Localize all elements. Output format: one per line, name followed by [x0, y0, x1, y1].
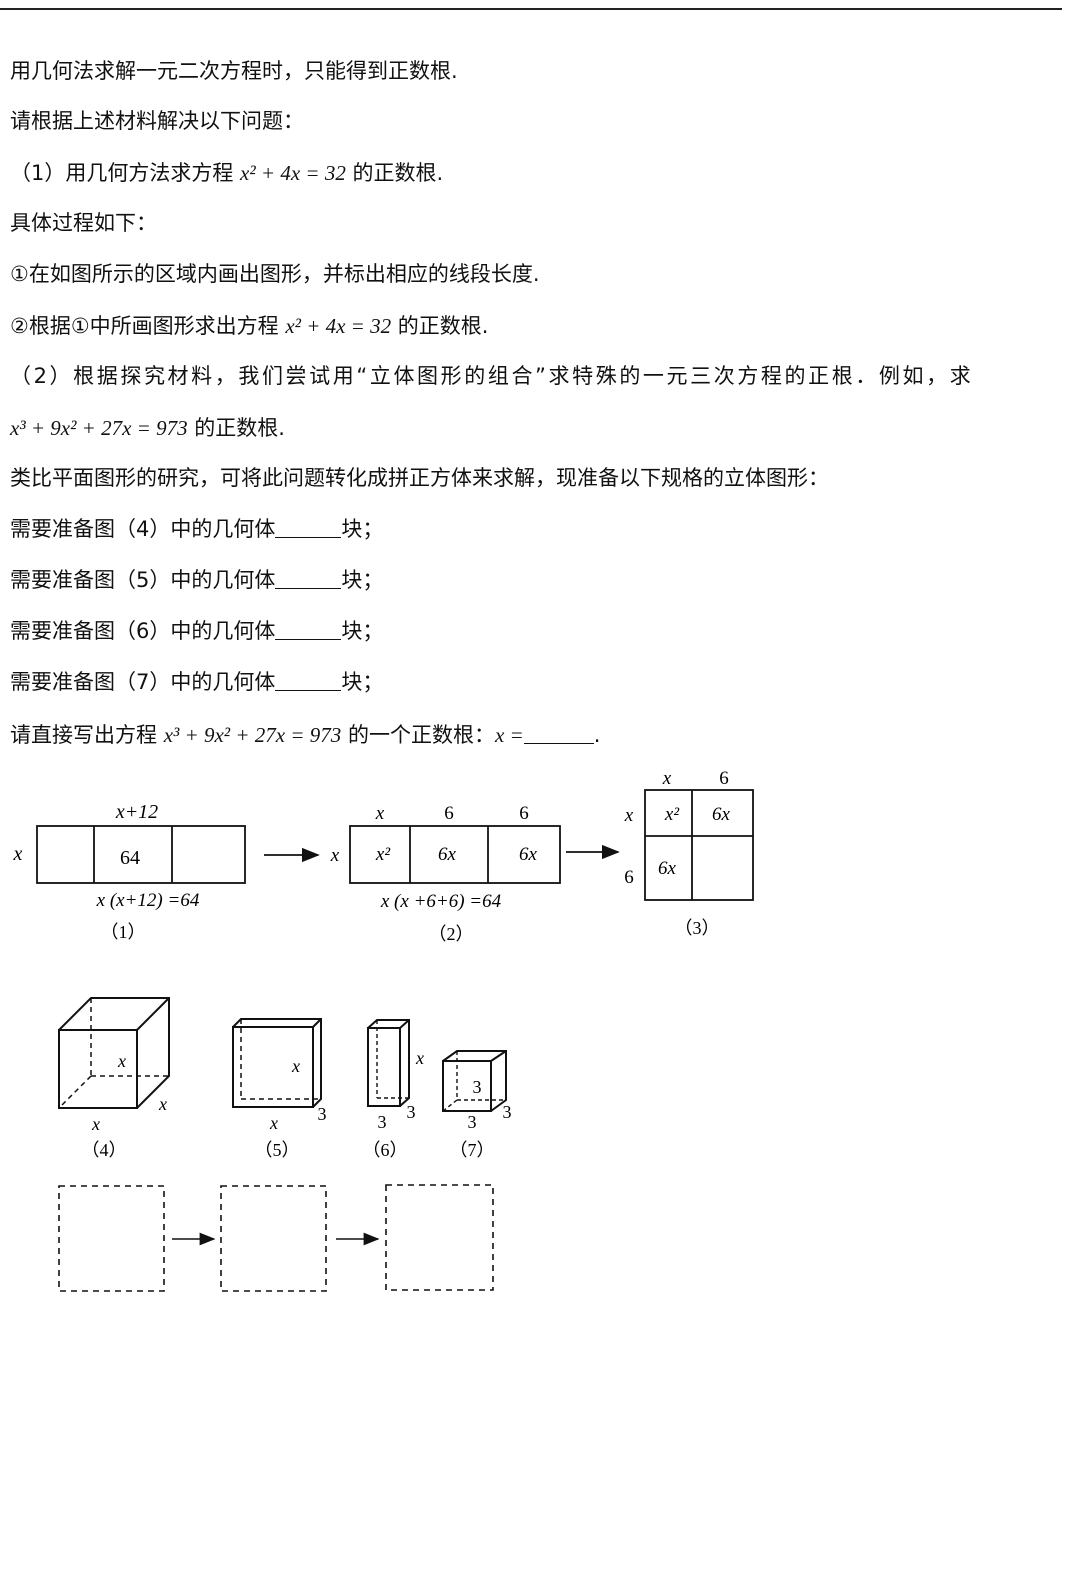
figure-3-cell-bl: 6x — [658, 858, 677, 879]
unit-text: 块； — [341, 568, 384, 592]
figure-4 — [58, 997, 170, 1109]
figure-3-top-label-1: x — [662, 768, 672, 789]
question-fig5: 需要准备图（5）中的几何体 块； — [10, 565, 383, 595]
figure-4-height-label: x — [117, 1051, 126, 1071]
figure-7-depth-label: 3 — [503, 1102, 512, 1122]
figure-7-width-label: 3 — [468, 1112, 477, 1132]
figure-5-width-label: x — [269, 1113, 278, 1133]
final-question: 请直接写出方程 x³ + 9x² + 27x = 973 的一个正数根：x =. — [10, 720, 600, 750]
figure-1-caption-equation: x (x+12) =64 — [96, 890, 200, 911]
figure-1-label: （1） — [101, 922, 146, 942]
figure-4-width-label: x — [91, 1114, 100, 1134]
figure-2-cell-2: 6x — [438, 844, 457, 865]
figure-6-label: （6） — [363, 1140, 408, 1160]
figure-3-rect — [644, 789, 754, 901]
equation-quadratic-2: x² + 4x = 32 — [285, 314, 392, 338]
figure-2-caption-equation: x (x +6+6) =64 — [380, 891, 502, 912]
question-fig7: 需要准备图（7）中的几何体 块； — [10, 667, 383, 697]
top-rule — [0, 8, 1062, 10]
cubic-line: x³ + 9x² + 27x = 973 的正数根. — [10, 413, 285, 443]
figure-5-label: （5） — [255, 1140, 300, 1160]
answer-blank-fig7[interactable] — [275, 670, 342, 691]
figure-2-top-label-3: 6 — [519, 803, 529, 824]
figure-2-cell-1: x² — [375, 844, 390, 865]
text-line-1: 用几何法求解一元二次方程时，只能得到正数根. — [10, 59, 458, 83]
question-fig4-text: 需要准备图（4）中的几何体 — [10, 517, 276, 541]
figure-2-top-label-1: x — [375, 803, 385, 824]
step-2-prefix: ②根据①中所画图形求出方程 — [10, 314, 286, 338]
figure-6 — [367, 1019, 410, 1107]
figure-7 — [442, 1050, 507, 1112]
figure-1-rect — [36, 825, 246, 884]
question-1-suffix: 的正数根. — [345, 161, 444, 185]
step-2-suffix: 的正数根. — [391, 314, 489, 338]
figure-2-left-label: x — [330, 845, 340, 866]
figure-1-top-label: x+12 — [115, 801, 158, 823]
figure-2-rect — [349, 825, 561, 884]
answer-blank-root[interactable] — [523, 723, 594, 744]
step-2: ②根据①中所画图形求出方程 x² + 4x = 32 的正数根. — [10, 311, 488, 341]
figure-1 — [36, 825, 246, 884]
drawing-area-2[interactable] — [220, 1185, 327, 1292]
text-line-4: 具体过程如下： — [10, 211, 157, 235]
text-line-9: 类比平面图形的研究，可将此问题转化成拼正方体来求解，现准备以下规格的立体图形： — [10, 466, 829, 490]
question-1-prefix: （1）用几何方法求方程 — [10, 161, 241, 185]
unit-text: 块； — [341, 670, 384, 694]
figure-2-cell-3: 6x — [519, 844, 538, 865]
cubic-suffix: 的正数根. — [187, 416, 285, 440]
question-fig5-text: 需要准备图（5）中的几何体 — [10, 568, 276, 592]
figure-2-top-label-2: 6 — [444, 803, 454, 824]
question-fig7-text: 需要准备图（7）中的几何体 — [10, 670, 276, 694]
figure-7-height-label: 3 — [473, 1077, 482, 1097]
figure-5-height-label: x — [291, 1056, 300, 1076]
answer-blank-fig6[interactable] — [275, 619, 342, 640]
question-fig4: 需要准备图（4）中的几何体 块； — [10, 514, 383, 544]
figure-2 — [349, 825, 561, 884]
figure-3-cell-tr: 6x — [712, 804, 731, 825]
drawing-area-1[interactable] — [58, 1185, 165, 1292]
unit-text: 块； — [341, 517, 384, 541]
question-fig6-text: 需要准备图（6）中的几何体 — [10, 619, 276, 643]
figure-6-height-label: x — [415, 1048, 424, 1068]
figure-3-cell-tl: x² — [664, 804, 679, 825]
final-question-mid: 的一个正数根： — [341, 723, 495, 747]
figure-7-label: （7） — [450, 1140, 495, 1160]
drawing-area-3[interactable] — [385, 1184, 494, 1291]
final-question-prefix: 请直接写出方程 — [10, 723, 164, 747]
figure-3 — [644, 789, 754, 901]
question-1: （1）用几何方法求方程 x² + 4x = 32 的正数根. — [10, 158, 443, 188]
figure-5-depth-label: 3 — [318, 1104, 327, 1124]
step-1: ①在如图所示的区域内画出图形，并标出相应的线段长度. — [10, 262, 540, 286]
x-equals: x = — [494, 723, 524, 747]
figure-1-left-label: x — [13, 843, 23, 865]
unit-text: 块； — [341, 619, 384, 643]
figure-1-center-label: 64 — [120, 847, 140, 869]
equation-quadratic: x² + 4x = 32 — [240, 161, 346, 185]
figure-3-left-label-1: x — [624, 805, 634, 826]
figure-4-label: （4） — [82, 1140, 127, 1160]
question-fig6: 需要准备图（6）中的几何体 块； — [10, 616, 383, 646]
figure-6-depth-label: 3 — [407, 1102, 416, 1122]
text-line-2: 请根据上述材料解决以下问题： — [10, 109, 304, 133]
answer-blank-fig4[interactable] — [275, 517, 342, 538]
equation-cubic-2: x³ + 9x² + 27x = 973 — [163, 723, 342, 747]
figure-3-left-label-2: 6 — [624, 867, 634, 888]
answer-blank-fig5[interactable] — [275, 568, 342, 589]
figure-2-label: （2） — [429, 924, 474, 944]
equation-cubic: x³ + 9x² + 27x = 973 — [10, 416, 188, 440]
final-period: . — [593, 723, 601, 747]
figure-3-label: （3） — [675, 918, 720, 938]
figure-4-depth-label: x — [158, 1094, 167, 1114]
figure-3-top-label-2: 6 — [719, 768, 729, 789]
figure-6-width-label: 3 — [378, 1112, 387, 1132]
figure-5 — [232, 1018, 322, 1108]
question-2: （2）根据探究材料，我们尝试用“立体图形的组合”求特殊的一元三次方程的正根．例如… — [10, 364, 974, 388]
